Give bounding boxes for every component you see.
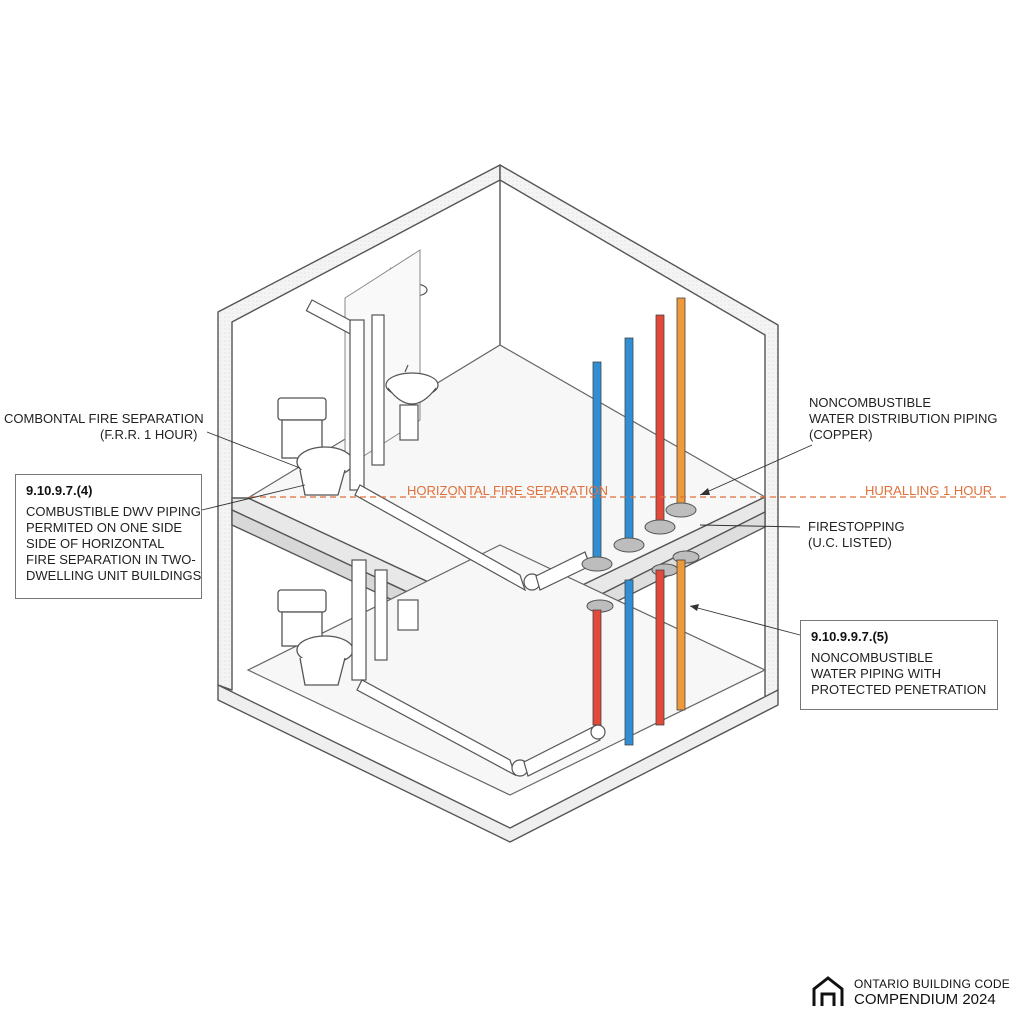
label-rating-right: HURALLING 1 HOUR: [865, 483, 993, 498]
upper-sink: [385, 364, 439, 441]
water-pipes-lower: [592, 559, 686, 746]
firestop-line-1: FIRESTOPPING: [808, 519, 905, 534]
red-pipe-upper: [655, 314, 665, 526]
firestop-collar-2: [613, 537, 645, 553]
firestop-collar-4: [665, 502, 697, 518]
combontal-separation-rating: (F.R.R. 1 HOUR): [100, 427, 198, 442]
label-horizontal-fire-separation: HORIZONTAL FIRE SEPARATION: [407, 483, 609, 498]
code-left-line-1: COMBUSTIBLE DWV PIPING: [26, 504, 201, 519]
leader-lines: [201, 431, 813, 636]
copper-line-1: NONCOMBUSTIBLE: [809, 395, 932, 410]
label-noncombustible-copper: NONCOMBUSTIBLE WATER DISTRIBUTION PIPING…: [809, 395, 998, 443]
brand-logo-spacer: [812, 975, 846, 1009]
orange-pipe-upper: [676, 297, 686, 511]
base-slab: [217, 684, 779, 843]
red-pipe-lower-left: [592, 609, 602, 726]
combontal-separation-title: COMBONTAL FIRE SEPARATION: [4, 411, 204, 426]
code-left-line-2: PERMITED ON ONE SIDE: [26, 520, 183, 535]
firestop-collar-1: [581, 556, 613, 572]
firestop-line-2: (U.C. LISTED): [808, 535, 892, 550]
code-left-number: 9.10.9.7.(4): [26, 483, 93, 498]
code-right-line-1: NONCOMBUSTIBLE: [811, 650, 934, 665]
code-right-number: 9.10.9.9.7.(5): [811, 629, 889, 644]
code-box-left: 9.10.9.7.(4) COMBUSTIBLE DWV PIPING PERM…: [15, 474, 202, 599]
copper-line-3: (COPPER): [809, 427, 873, 442]
red-pipe-lower: [655, 569, 665, 726]
blue-pipe-1-upper: [592, 361, 602, 563]
label-firestopping: FIRESTOPPING (U.C. LISTED): [808, 519, 905, 551]
blue-pipe-2-upper: [624, 337, 634, 544]
orange-pipe-lower: [676, 559, 686, 711]
code-right-line-3: PROTECTED PENETRATION: [811, 682, 987, 697]
lower-dwv-piping: [351, 559, 606, 777]
code-left-line-4: FIRE SEPARATION IN TWO-: [26, 552, 196, 567]
brand-text: ONTARIO BUILDING CODE COMPENDIUM 2024: [854, 977, 1010, 1008]
leader-arrowheads: [690, 488, 710, 611]
upper-dwv-piping: [305, 299, 591, 592]
firestop-collar-3: [644, 519, 676, 535]
label-combontal-separation: COMBONTAL FIRE SEPARATION (F.R.R. 1 HOUR…: [4, 411, 204, 443]
copper-line-2: WATER DISTRIBUTION PIPING: [809, 411, 998, 426]
blue-pipe-lower: [624, 579, 634, 746]
brand-block: ONTARIO BUILDING CODE COMPENDIUM 2024: [812, 975, 1010, 1009]
lower-toilet: [277, 589, 354, 686]
upper-toilet: [277, 397, 354, 496]
brand-line-1: ONTARIO BUILDING CODE: [854, 976, 1010, 991]
house-logo-icon: [812, 976, 844, 1006]
water-pipes-upper: [592, 297, 686, 563]
firestopping-collars: [581, 502, 700, 613]
code-box-right: 9.10.9.9.7.(5) NONCOMBUSTIBLE WATER PIPI…: [800, 620, 998, 710]
code-right-line-2: WATER PIPING WITH: [811, 666, 941, 681]
code-left-line-5: DWELLING UNIT BUILDINGS: [26, 568, 202, 583]
code-left-line-3: SIDE OF HORIZONTAL: [26, 536, 165, 551]
brand-line-2: COMPENDIUM 2024: [854, 990, 996, 1008]
